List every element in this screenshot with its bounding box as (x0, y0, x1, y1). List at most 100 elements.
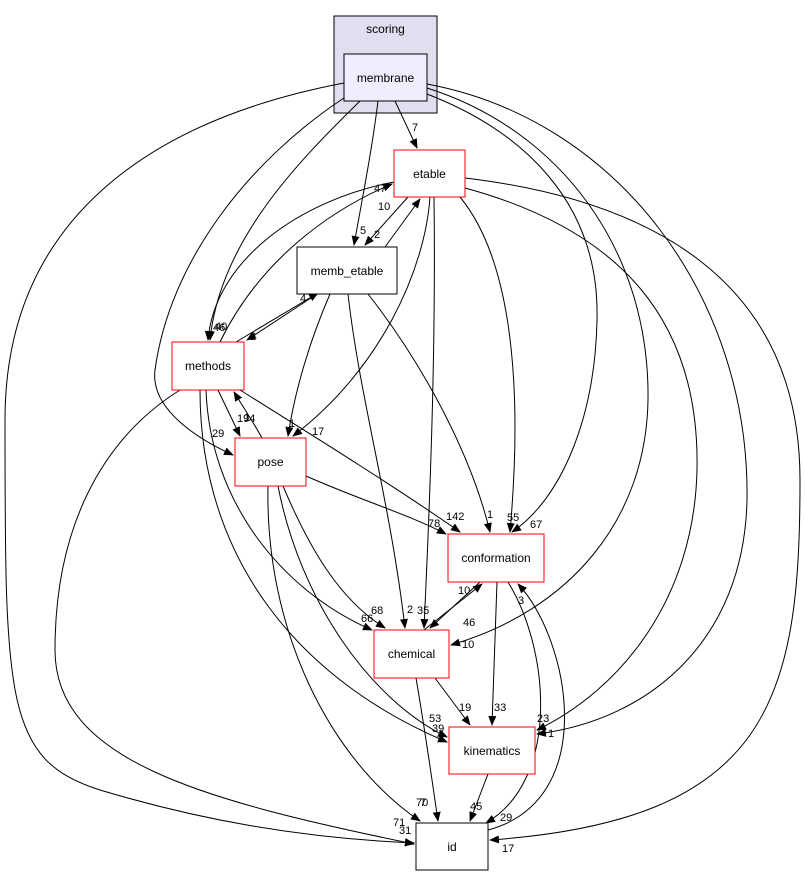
edge-label-etable-to-kinematics[interactable]: 23 (537, 713, 549, 725)
edge-label-membrane-to-kinematics[interactable]: 1 (548, 728, 554, 740)
edge-memb_etable-to-methods[interactable] (246, 293, 318, 341)
edge-methods-to-memb_etable[interactable] (235, 292, 319, 343)
edge-pose-to-methods[interactable] (233, 391, 263, 439)
edge-membrane-to-memb_etable[interactable] (351, 100, 379, 246)
edge-chemical-to-id[interactable] (415, 677, 441, 822)
edge-label-memb_etable-to-chemical[interactable]: 2 (407, 604, 413, 616)
edge-label-conformation-to-chemical[interactable]: 46 (463, 617, 475, 629)
edge-etable-to-chemical[interactable] (420, 196, 435, 629)
node-chemical[interactable]: chemical (373, 629, 450, 679)
edge-id-to-conformation[interactable] (487, 583, 565, 831)
edge-chemical-to-conformation[interactable] (423, 583, 483, 631)
edge-kinematics-to-id[interactable] (469, 773, 489, 822)
node-etable-label: etable (413, 167, 446, 181)
edge-label-pose-to-id[interactable]: 70 (416, 797, 428, 809)
edge-etable-to-pose[interactable] (292, 196, 431, 437)
edge-label-memb_etable-to-conformation[interactable]: 1 (487, 509, 493, 521)
edge-label-conformation-to-kinematics[interactable]: 33 (494, 702, 506, 714)
edge-pose-to-id[interactable] (267, 485, 421, 822)
node-memb-etable-label: memb_etable (311, 264, 384, 278)
edge-label-membrane-to-pose[interactable]: 29 (212, 428, 224, 440)
node-id[interactable]: id (415, 822, 489, 871)
edge-membrane-to-conformation[interactable] (426, 93, 598, 533)
node-membrane[interactable]: membrane (343, 53, 428, 102)
edge-label-conformation-to-id[interactable]: 29 (500, 812, 512, 824)
edge-label-etable-to-chemical[interactable]: 35 (417, 605, 429, 617)
edge-etable-to-conformation[interactable] (459, 196, 516, 533)
edge-label-etable-to-methods[interactable]: 46 (213, 322, 225, 334)
node-kinematics[interactable]: kinematics (448, 726, 536, 775)
edge-memb_etable-to-conformation[interactable] (367, 293, 492, 533)
edge-label-membrane-to-chemical[interactable]: 10 (462, 639, 474, 651)
node-id-label: id (447, 840, 456, 854)
edge-methods-to-conformation[interactable] (239, 389, 461, 533)
edge-pose-to-chemical[interactable] (282, 485, 386, 629)
edge-label-pose-to-conformation[interactable]: 78 (428, 518, 440, 530)
edge-label-memb_etable-to-etable[interactable]: 10 (378, 201, 390, 213)
edge-label-chemical-to-kinematics[interactable]: 19 (459, 702, 471, 714)
edge-label-id-to-conformation[interactable]: 3 (518, 595, 524, 607)
edge-label-methods-to-conformation[interactable]: 142 (446, 511, 464, 523)
nodes-layer: membrane etable memb_etable methods pose… (171, 53, 545, 871)
edge-pose-to-conformation[interactable] (305, 475, 447, 535)
edge-pose-to-kinematics[interactable] (277, 485, 448, 738)
edge-label-membrane-to-conformation[interactable]: 67 (530, 519, 542, 531)
edge-label-methods-to-kinematics[interactable]: 39 (432, 723, 444, 735)
node-memb-etable[interactable]: memb_etable (296, 246, 398, 295)
edge-chemical-to-kinematics[interactable] (434, 677, 471, 726)
edge-label-etable-to-id[interactable]: 17 (502, 843, 514, 855)
edge-label-etable-to-memb_etable[interactable]: 2 (374, 229, 380, 241)
edge-methods-to-pose[interactable] (217, 389, 241, 437)
node-membrane-box (343, 53, 428, 102)
edge-etable-to-memb_etable[interactable] (364, 196, 409, 246)
edges-layer (4, 82, 801, 847)
edge-membrane-to-kinematics[interactable] (426, 83, 748, 737)
edge-membrane-to-id[interactable] (4, 82, 415, 847)
edge-label-chemical-to-id[interactable]: 7 (420, 797, 426, 809)
edge-label-pose-to-kinematics[interactable]: 53 (429, 713, 441, 725)
edge-label-membrane-to-id[interactable]: 71 (393, 817, 405, 829)
edge-memb_etable-to-chemical[interactable] (347, 293, 408, 629)
edge-conformation-to-id[interactable] (485, 581, 541, 824)
node-conformation[interactable]: conformation (447, 533, 545, 583)
edge-membrane-to-etable[interactable] (394, 100, 418, 149)
edge-label-pose-to-chemical[interactable]: 68 (371, 605, 383, 617)
node-etable[interactable]: etable (393, 149, 466, 198)
edge-methods-to-kinematics[interactable] (199, 389, 448, 743)
edge-memb_etable-to-etable[interactable] (384, 198, 421, 248)
edge-label-etable-to-pose[interactable]: 17 (312, 426, 324, 438)
edge-methods-to-etable[interactable] (219, 183, 393, 343)
edge-membrane-to-pose[interactable] (154, 97, 345, 456)
node-methods[interactable]: methods (171, 341, 245, 391)
edge-label-membrane-to-methods[interactable]: 40 (215, 321, 227, 333)
edge-etable-to-methods[interactable] (204, 181, 395, 341)
edge-label-etable-to-conformation[interactable]: 55 (507, 512, 519, 524)
node-methods-box (171, 341, 245, 391)
edge-labels-layer: 7540296710171246175535231710211247419414… (212, 122, 554, 855)
edge-label-chemical-to-conformation[interactable]: 10 (458, 585, 470, 597)
edge-membrane-to-methods[interactable] (206, 100, 361, 341)
node-memb-etable-box (296, 246, 398, 295)
edge-label-memb_etable-to-methods[interactable]: 2 (250, 331, 256, 343)
edge-label-membrane-to-memb_etable[interactable]: 5 (360, 225, 366, 237)
edge-label-methods-to-memb_etable[interactable]: 4 (300, 293, 306, 305)
edge-label-kinematics-to-id[interactable]: 45 (470, 801, 482, 813)
edge-conformation-to-kinematics[interactable] (488, 581, 498, 726)
edge-label-memb_etable-to-pose[interactable]: 1 (289, 418, 295, 430)
edge-label-methods-to-id[interactable]: 31 (399, 825, 411, 837)
edge-etable-to-id[interactable] (464, 177, 801, 844)
edge-label-pose-to-methods[interactable]: 1 (244, 412, 250, 424)
edge-label-membrane-to-etable[interactable]: 7 (412, 122, 418, 134)
node-membrane-label: membrane (357, 71, 415, 85)
edge-methods-to-chemical[interactable] (205, 389, 373, 631)
node-pose-box (234, 437, 307, 487)
edge-membrane-to-chemical[interactable] (426, 87, 649, 647)
edge-etable-to-kinematics[interactable] (464, 187, 698, 731)
node-pose[interactable]: pose (234, 437, 307, 487)
edge-label-methods-to-etable[interactable]: 47 (374, 183, 386, 195)
edge-methods-to-id[interactable] (54, 389, 415, 847)
edge-memb_etable-to-pose[interactable] (285, 293, 331, 437)
edge-label-methods-to-chemical[interactable]: 66 (361, 613, 373, 625)
edge-label-methods-to-pose[interactable]: 194 (237, 413, 255, 425)
